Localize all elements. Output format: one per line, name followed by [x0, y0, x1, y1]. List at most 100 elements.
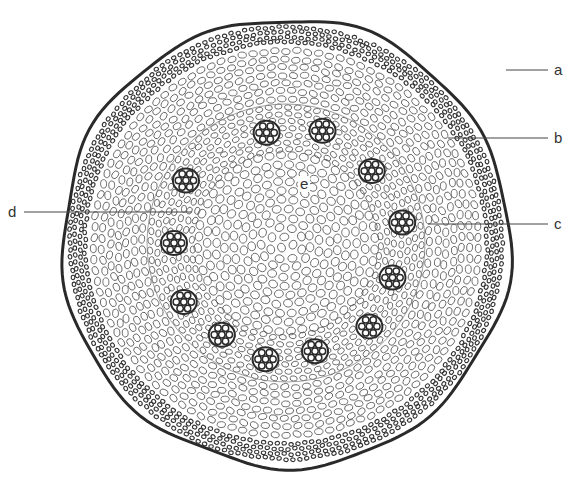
cell: [220, 442, 225, 447]
cell: [270, 456, 275, 460]
cell: [217, 421, 226, 428]
cell: [304, 456, 309, 461]
cell: [297, 119, 305, 126]
cell: [76, 295, 80, 300]
cell: [238, 427, 247, 434]
cell: [419, 372, 429, 382]
cell: [237, 376, 247, 384]
cell: [91, 315, 96, 320]
cell: [320, 68, 330, 77]
cell: [167, 274, 173, 282]
cell: [227, 381, 237, 390]
cell: [491, 276, 496, 281]
cell: [282, 451, 287, 455]
cell: [145, 114, 155, 124]
cell: [80, 206, 85, 211]
cell: [426, 248, 432, 257]
cell: [332, 327, 341, 336]
cell: [432, 345, 440, 355]
cell: [265, 152, 274, 160]
cell: [477, 169, 483, 175]
cell: [225, 406, 235, 416]
cell: [482, 206, 487, 211]
cell: [413, 122, 423, 132]
cell: [73, 252, 78, 257]
cell: [410, 174, 419, 184]
cell: [397, 117, 406, 127]
cell: [324, 29, 330, 34]
cell: [73, 246, 77, 250]
cell: [121, 120, 127, 126]
cell: [382, 382, 392, 391]
cell: [332, 30, 337, 34]
cell: [495, 235, 499, 240]
cell: [379, 344, 389, 354]
cell: [130, 355, 139, 365]
cell: [468, 189, 477, 199]
cell: [86, 296, 90, 301]
cell: [96, 135, 100, 140]
cell: [434, 326, 444, 336]
cell: [285, 355, 293, 362]
cell: [294, 104, 302, 110]
cell: [407, 310, 416, 320]
cell: [474, 222, 481, 231]
cell: [314, 83, 323, 89]
cell: [340, 439, 345, 443]
cell: [413, 133, 422, 143]
cell: [407, 75, 413, 81]
cell: [150, 182, 157, 191]
cell: [78, 241, 82, 246]
cell: [247, 412, 256, 418]
cell: [194, 86, 204, 96]
cell: [439, 368, 445, 373]
cell: [323, 60, 333, 69]
cell: [241, 447, 246, 451]
cell: [478, 147, 482, 152]
cell: [73, 260, 77, 265]
cell: [405, 137, 415, 147]
cell: [123, 95, 129, 101]
cell: [78, 261, 83, 267]
cell: [395, 178, 404, 187]
cell: [170, 384, 180, 394]
cell: [207, 438, 212, 442]
cell: [397, 250, 404, 258]
cell: [346, 296, 358, 307]
cell: [101, 133, 107, 139]
cell: [68, 240, 73, 245]
cell: [381, 65, 386, 69]
cell: [114, 358, 120, 364]
cell: [163, 348, 173, 358]
cell: [151, 399, 157, 405]
cell: [168, 198, 176, 207]
cell: [191, 216, 199, 225]
cell: [494, 242, 499, 247]
cell: [437, 206, 446, 216]
cell: [280, 383, 290, 391]
cell: [466, 243, 473, 252]
cell: [115, 242, 123, 252]
cell: [424, 182, 432, 192]
cell: [132, 396, 137, 402]
cell: [300, 72, 309, 78]
cell: [105, 191, 111, 200]
cell: [438, 104, 444, 110]
cell: [323, 376, 333, 386]
cell: [96, 153, 102, 159]
cell: [285, 407, 295, 415]
cell: [292, 30, 297, 34]
cell: [202, 137, 211, 146]
cell: [313, 445, 318, 450]
cell: [435, 247, 442, 256]
cell: [83, 223, 87, 228]
cell: [457, 296, 466, 306]
cell: [135, 375, 140, 381]
cell: [87, 278, 91, 283]
cell: [369, 434, 374, 438]
cell: [450, 257, 456, 266]
cell: [431, 161, 440, 171]
cell: [419, 141, 429, 151]
cell: [309, 449, 315, 454]
cell: [283, 424, 291, 430]
